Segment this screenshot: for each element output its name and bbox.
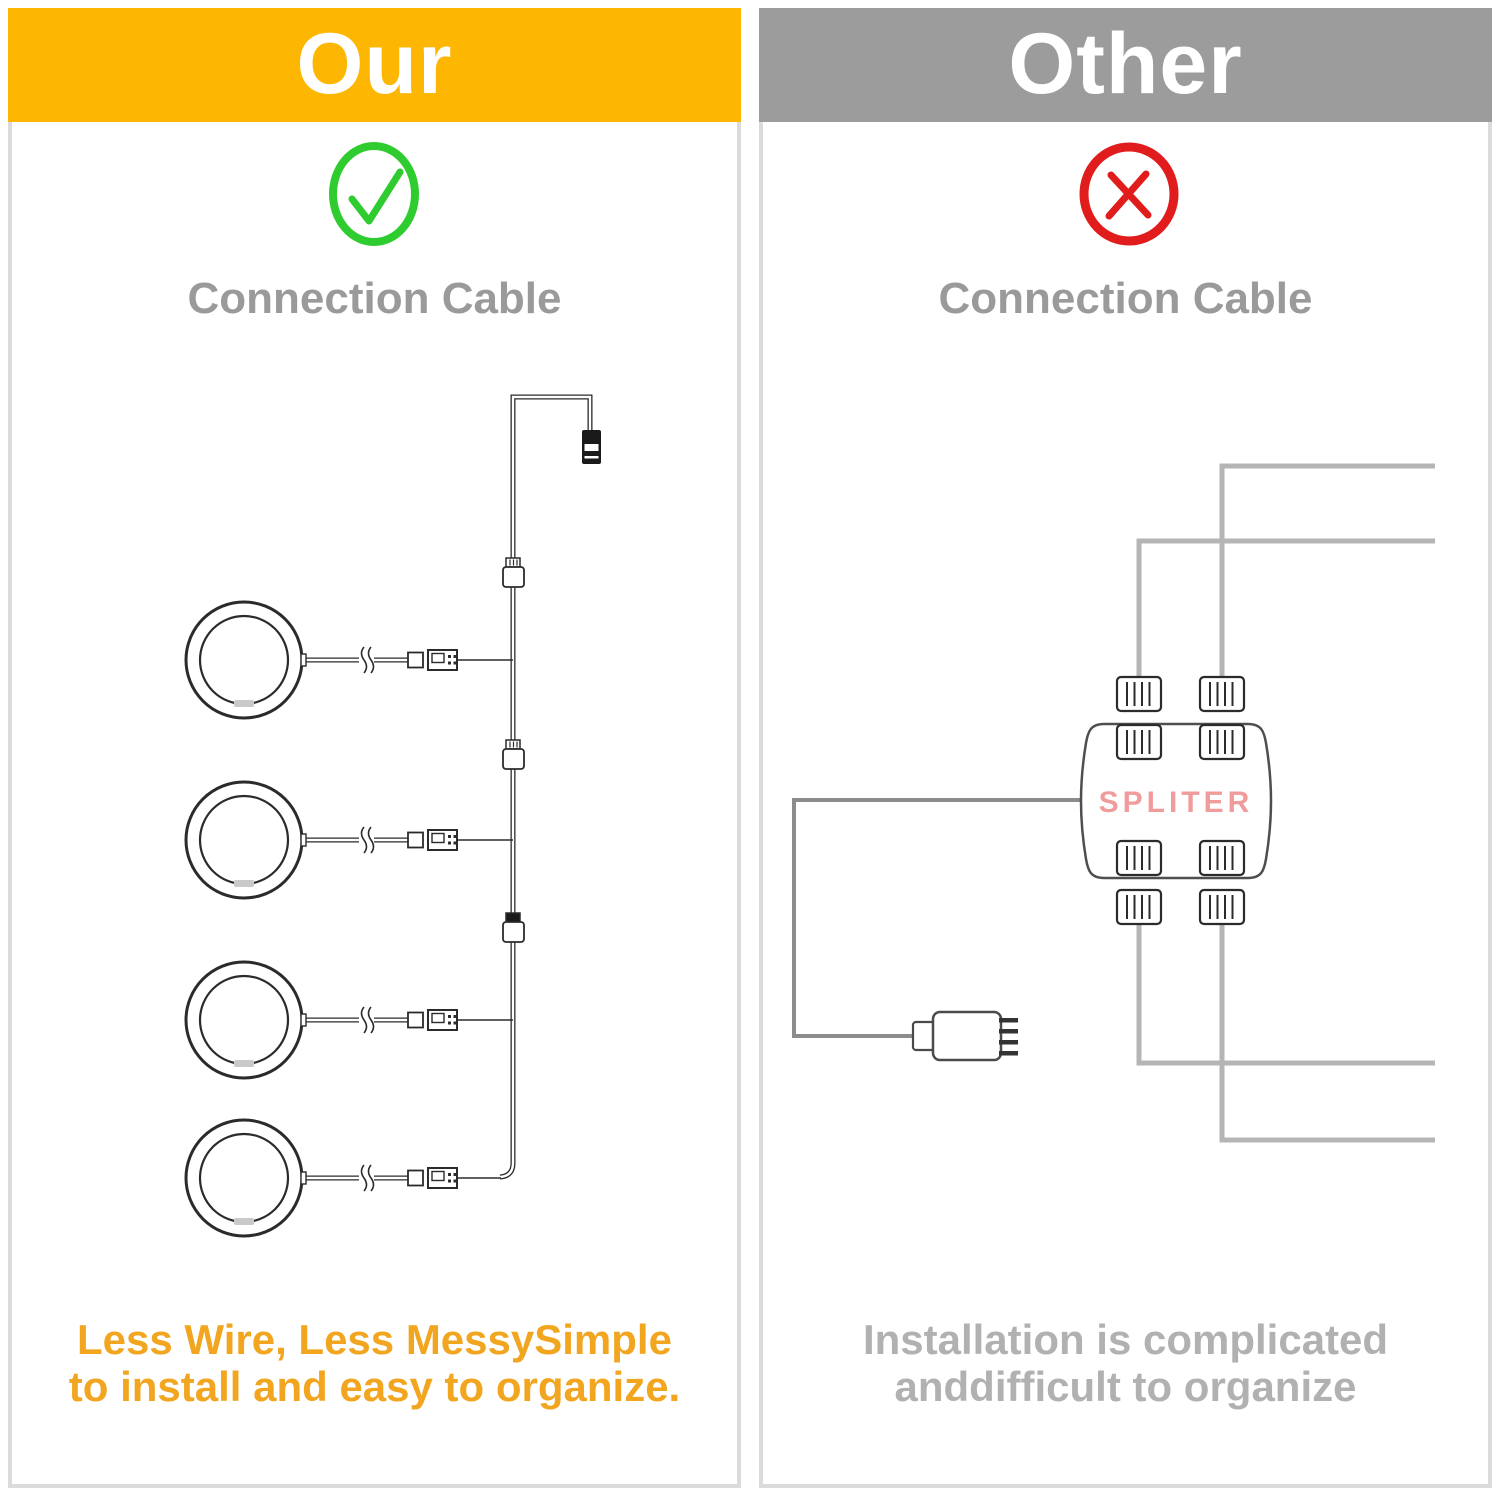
branch-connector-2 [407,829,458,851]
other-caption-line2: anddifficult to organize [894,1363,1357,1410]
main-cable [499,394,593,1180]
our-caption-line2: to install and easy to organize. [68,1363,681,1410]
power-plug-icon [582,430,601,464]
branch-connector-1 [407,649,458,671]
inline-connector-2 [502,739,525,770]
output-cable-top-left [1136,538,1435,677]
inline-connector-3 [502,912,525,943]
pin-plug-icon [911,1010,1018,1062]
splitter-port [1198,675,1246,713]
cross-icon [1079,142,1179,246]
splitter-label: SPLITER [1099,786,1254,819]
output-cable-bottom-left [1136,924,1435,1066]
our-caption-line1: Less Wire, Less MessySimple [77,1316,672,1363]
output-cable-top-right [1219,463,1435,677]
input-cable [792,798,1082,1038]
puck-light-1 [184,600,307,720]
splitter-port [1198,839,1246,877]
daisy-chain-diagram [184,394,601,1238]
branch-connector-4 [407,1167,458,1189]
splitter-port [1115,675,1163,713]
other-subtitle: Connection Cable [938,274,1313,323]
our-caption: Less Wire, Less MessySimple to install a… [8,1316,741,1410]
splitter-diagram: SPLITER [792,463,1435,1143]
branch-connector-3 [407,1009,458,1031]
other-caption: Installation is complicated anddifficult… [759,1316,1492,1410]
puck-light-3 [184,960,307,1080]
our-header-label: Our [296,16,453,112]
other-panel: Other Connection Cable SPLITER [759,8,1492,1488]
output-cable-bottom-right [1219,924,1435,1143]
check-icon [329,142,419,246]
splitter-port [1198,888,1246,926]
cable-break-icon [359,646,375,1192]
splitter-body [1079,722,1273,880]
inline-connector-1 [502,557,525,588]
our-panel: Our Connection Cable [8,8,741,1488]
puck-light-2 [184,780,307,900]
splitter-port [1198,723,1246,761]
other-caption-line1: Installation is complicated [862,1316,1389,1363]
splitter-port [1115,723,1163,761]
splitter-port [1115,839,1163,877]
our-subtitle: Connection Cable [187,274,562,323]
puck-light-4 [184,1118,307,1238]
other-header-label: Other [1008,16,1243,112]
splitter-port [1115,888,1163,926]
our-header: Our [8,8,741,122]
other-header: Other [759,8,1492,122]
